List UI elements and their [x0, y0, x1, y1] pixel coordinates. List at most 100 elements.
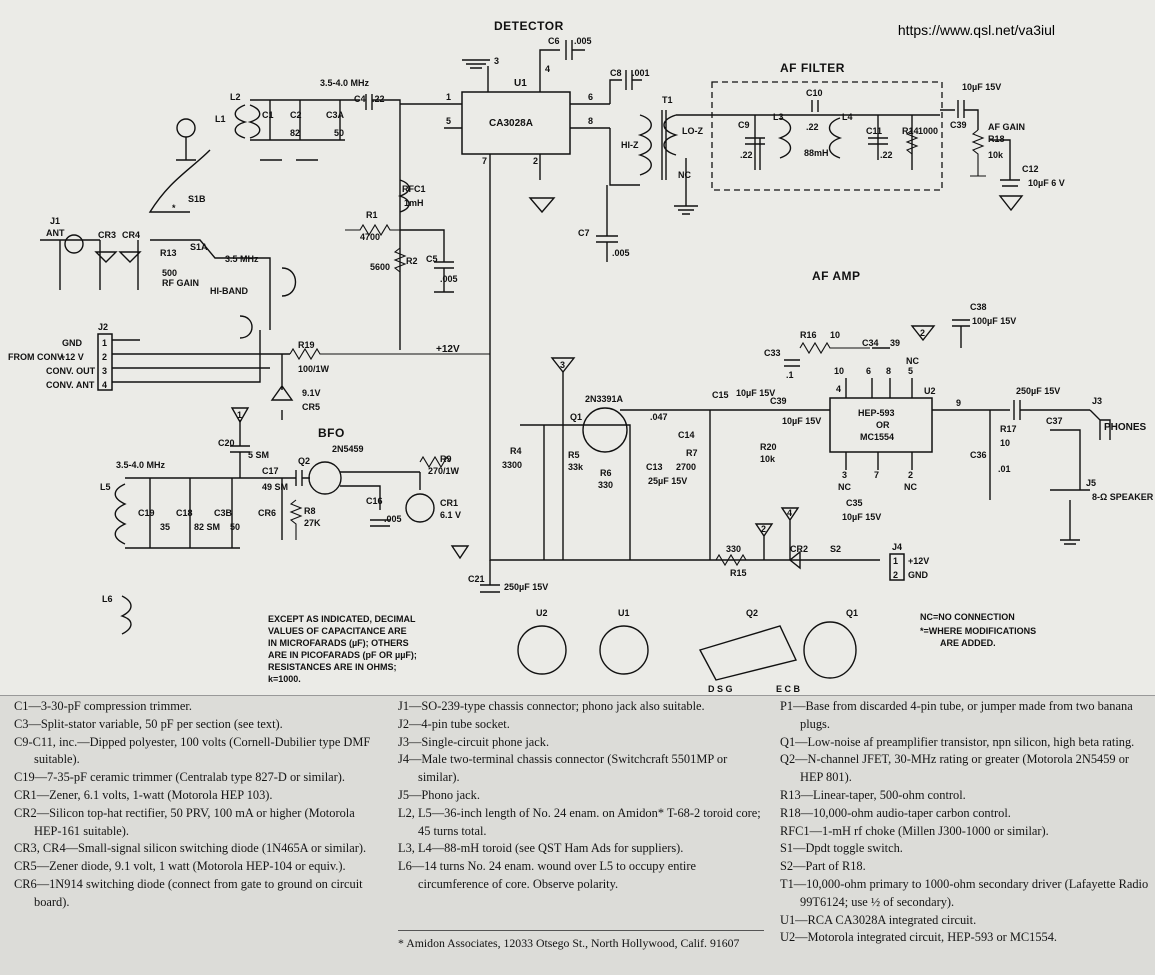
part-entry: CR1—Zener, 6.1 volts, 1-watt (Motorola H…: [14, 787, 273, 802]
pinout-q2: [698, 625, 797, 681]
c36-value: .01: [998, 464, 1011, 474]
u2-block: [829, 397, 933, 453]
triangle-3-af: [998, 195, 1024, 212]
c7-label: C7: [578, 228, 590, 238]
u2-or: OR: [876, 420, 890, 430]
part-entry: S1—Dpdt toggle switch.: [780, 841, 903, 856]
r1-resistor: [345, 223, 400, 237]
cr5-zener: [270, 354, 294, 420]
j4-pin-2: 2: [893, 570, 898, 580]
q1-bias-wires: [520, 372, 631, 560]
triangle-4-supply-text: 4: [787, 508, 792, 518]
j2-label: J2: [98, 322, 108, 332]
j2-pin-2: 2: [102, 352, 107, 362]
part-entry: C19—7-35-pF ceramic trimmer (Centralab t…: [14, 770, 346, 785]
cr1-label: CR1: [440, 498, 458, 508]
c17-value: 49 SM: [262, 482, 288, 492]
u2-label: U2: [924, 386, 936, 396]
r15-resistor: [715, 553, 747, 567]
u2-pin-4: 4: [836, 384, 841, 394]
c9-value: .22: [740, 150, 753, 160]
r8-value: 27K: [304, 518, 321, 528]
rfc1-choke: [397, 179, 410, 213]
triangle-2-u2: [910, 325, 936, 342]
rfc1-label: RFC1: [402, 184, 426, 194]
r17-label: R17: [1000, 424, 1017, 434]
c12-value: 10µF 6 V: [1028, 178, 1065, 188]
r19-value: 100/1W: [298, 364, 330, 374]
cr4-label: CR4: [122, 230, 140, 240]
l1-tap-loop: [176, 118, 196, 138]
c16-symbol: [370, 519, 390, 527]
r4-label: R4: [510, 446, 522, 456]
u2-part2: MC1554: [860, 432, 894, 442]
pinout-q2-leads: D S G: [708, 684, 733, 694]
af-gain-label: AF GAIN: [988, 122, 1025, 132]
from-conv-label: FROM CONV.: [8, 352, 65, 362]
u1-label: U1: [514, 78, 527, 89]
triangle-2-4-supply: [754, 507, 800, 560]
pinout-q2-label: Q2: [746, 608, 758, 618]
l3-label: L3: [773, 112, 784, 122]
r15-value: 330: [726, 544, 741, 554]
j1-connector: [64, 234, 84, 254]
c21-value: 250µF 15V: [504, 582, 548, 592]
c7-symbol: [596, 128, 640, 262]
r13-label: R13: [160, 248, 177, 258]
c38-value: 100µF 15V: [972, 316, 1016, 326]
c3b-label: C3B: [214, 508, 233, 518]
c2-label: C2: [290, 110, 302, 120]
q2-jfet: [308, 461, 342, 495]
c37-value: 250µF 15V: [1016, 386, 1060, 396]
q2-label: Q2: [298, 456, 310, 466]
j5-label: J5: [1086, 478, 1096, 488]
c12-label: C12: [1022, 164, 1039, 174]
u2-pin-10: 10: [834, 366, 844, 376]
c39-symbol: [940, 100, 979, 130]
schematic-svg: DETECTOR AF FILTER AF AMP BFO CA3028A U1…: [8, 19, 1154, 694]
part-entry: U2—Motorola integrated circuit, HEP-593 …: [780, 930, 1058, 945]
l1-label: L1: [215, 114, 226, 124]
s1b-label: S1B: [188, 194, 206, 204]
part-entry: Q2—N-channel JFET, 30-MHz rating or grea…: [780, 752, 1130, 785]
s1a-label: S1A: [190, 242, 208, 252]
c12-symbol: [990, 139, 1020, 187]
l3-l4-value: 88mH: [804, 148, 829, 158]
j2-socket: [97, 333, 113, 391]
star-mark: *: [172, 203, 176, 213]
c20-value: 5 SM: [248, 450, 269, 460]
u1-pin-3: 3: [494, 56, 499, 66]
t1-label: T1: [662, 95, 673, 105]
c20-symbol: [230, 420, 250, 478]
r1-value: 4700: [360, 232, 380, 242]
q2-wires: [340, 471, 421, 510]
c33-label: C33: [764, 348, 781, 358]
part-entry: P1—Base from discarded 4-pin tube, or ju…: [780, 699, 1133, 731]
input-tuning-wires: [250, 94, 401, 350]
r20-value: 10k: [760, 454, 776, 464]
j4-gnd: GND: [908, 570, 929, 580]
c18-label: C18: [176, 508, 193, 518]
u2-pin-3-nc: NC: [838, 482, 851, 492]
c8-label: C8: [610, 68, 622, 78]
c5-label: C5: [426, 254, 438, 264]
q1-collector-wires: [620, 409, 740, 560]
r14-value: 1000: [918, 126, 938, 136]
c9-label: C9: [738, 120, 750, 130]
speaker-label: 8-Ω SPEAKER: [1092, 492, 1154, 502]
pinout-u2: [517, 625, 567, 675]
u1-pin-7: 7: [482, 156, 487, 166]
u2-pin-5: 5: [908, 366, 913, 376]
j1-wires: [40, 239, 271, 330]
triangle-4-bfo: [450, 545, 470, 560]
part-entry: CR2—Silicon top-hat rectifier, 50 PRV, 1…: [14, 805, 355, 838]
t1-nc: NC: [678, 170, 691, 180]
r16-label: R16: [800, 330, 817, 340]
q1-label: Q1: [570, 412, 582, 422]
j2-12v: +12 V: [60, 352, 84, 362]
r16-value: 10: [830, 330, 840, 340]
u2-pin-9: 9: [956, 398, 961, 408]
cr5-label: CR5: [302, 402, 320, 412]
j4-pin-1: 1: [893, 556, 898, 566]
part-entry: C1—3-30-pF compression trimmer.: [14, 699, 192, 713]
